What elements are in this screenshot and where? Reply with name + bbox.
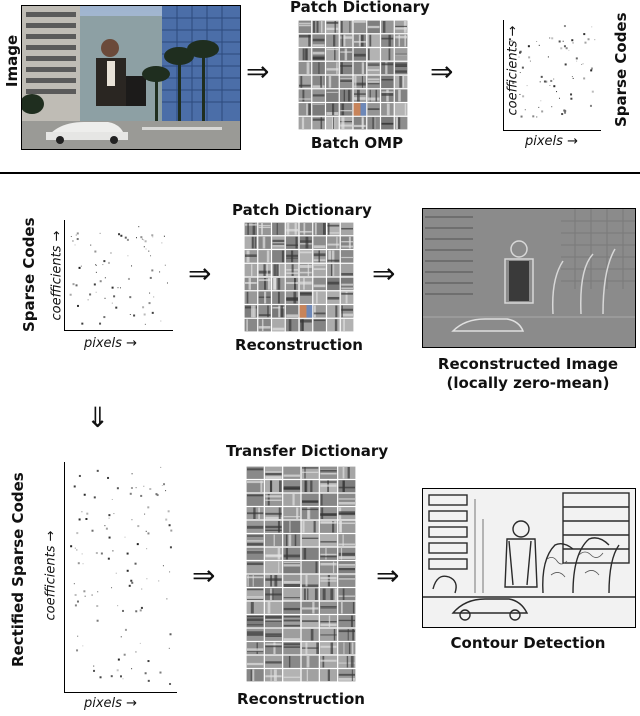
patch-dictionary-title-middle: Patch Dictionary [232, 201, 372, 219]
sparse-codes-plot-top [503, 20, 601, 131]
arrow-right-5: ⇒ [192, 559, 216, 592]
transfer-dictionary-grid [246, 466, 356, 682]
x-axis-label-bottom: pixels → [84, 696, 137, 711]
reconstructed-image-caption-2: (locally zero-mean) [446, 374, 610, 392]
x-axis-label-middle: pixels → [84, 336, 137, 351]
reconstructed-image-caption-1: Reconstructed Image [437, 355, 619, 373]
section-divider [0, 172, 640, 174]
x-axis-label-top: pixels → [525, 134, 578, 149]
contour-detection-caption: Contour Detection [450, 634, 606, 652]
rectified-sparse-codes-label: Rectified Sparse Codes [9, 472, 27, 667]
arrow-right-1: ⇒ [246, 55, 270, 88]
reconstruction-caption-bottom: Reconstruction [237, 690, 365, 708]
reconstructed-image [422, 208, 636, 348]
sparse-codes-label-top: Sparse Codes [612, 12, 630, 127]
y-axis-label-middle: coefficients → [49, 230, 65, 321]
sparse-codes-plot-middle [64, 220, 173, 331]
patch-dictionary-title-top: Patch Dictionary [290, 0, 430, 16]
reconstruction-caption-middle: Reconstruction [235, 336, 363, 354]
sparse-codes-label-middle: Sparse Codes [20, 217, 38, 332]
rectified-sparse-codes-plot [64, 462, 177, 693]
batch-omp-caption: Batch OMP [310, 134, 404, 152]
image-label: Image [3, 34, 21, 88]
arrow-right-4: ⇒ [372, 257, 396, 290]
contour-detection-image [422, 488, 636, 628]
patch-dictionary-grid-top [298, 20, 408, 130]
transfer-dictionary-title: Transfer Dictionary [226, 442, 389, 460]
arrow-right-2: ⇒ [430, 55, 454, 88]
input-photo [21, 5, 241, 150]
arrow-right-6: ⇒ [376, 559, 400, 592]
patch-dictionary-grid-middle [244, 222, 354, 332]
arrow-right-3: ⇒ [188, 257, 212, 290]
y-axis-label-bottom: coefficients → [43, 530, 59, 621]
arrow-down: ⇓ [86, 401, 110, 434]
